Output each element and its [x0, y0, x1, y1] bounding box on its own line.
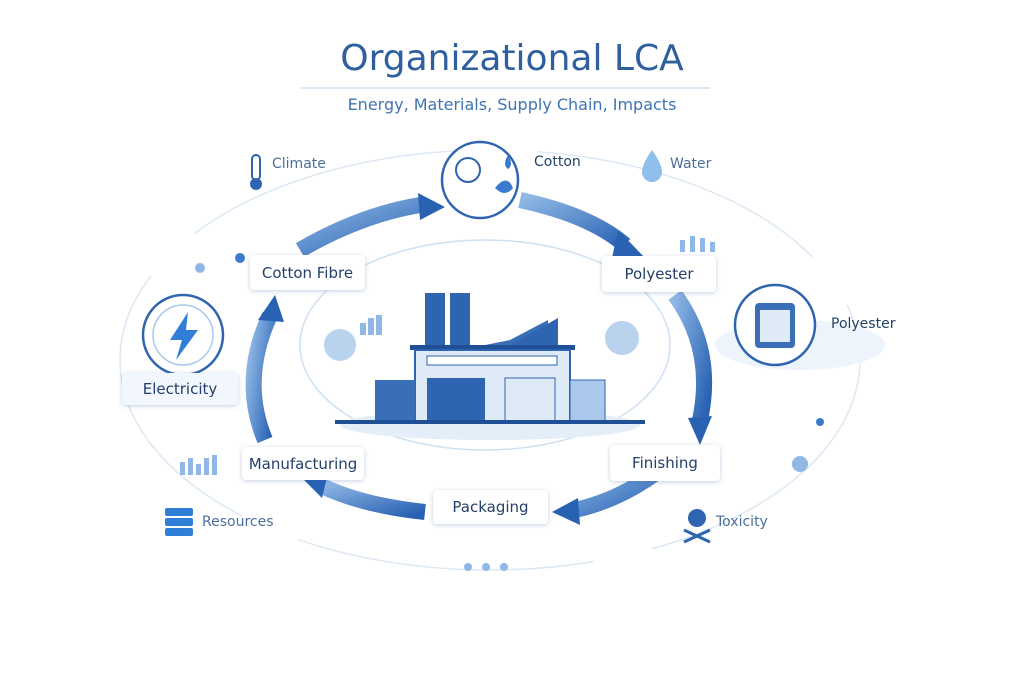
factory-illustration: [335, 293, 645, 440]
stage-packaging[interactable]: Packaging: [433, 490, 548, 524]
input-cotton-label: Cotton: [534, 154, 581, 170]
stage-manufacturing[interactable]: Manufacturing: [242, 447, 364, 480]
stage-polyester[interactable]: Polyester: [602, 256, 716, 292]
water-drop-icon: [642, 150, 662, 182]
stage-finishing[interactable]: Finishing: [610, 445, 720, 481]
arrow-segment: [295, 197, 422, 257]
arrow-segment: [668, 290, 713, 422]
resources-stack-icon: [165, 508, 193, 536]
page-title: Organizational LCA: [340, 38, 684, 79]
page-subtitle: Energy, Materials, Supply Chain, Impacts: [347, 95, 677, 114]
arrow-segment: [245, 311, 278, 444]
decorative-charts: [180, 236, 715, 475]
arrow-segment: [518, 192, 631, 252]
stage-cotton-fibre[interactable]: Cotton Fibre: [250, 255, 365, 290]
impact-toxicity-label: Toxicity: [716, 514, 768, 530]
cotton-icon: [440, 140, 520, 220]
input-polyester-label: Polyester: [831, 316, 896, 332]
stage-electricity[interactable]: Electricity: [122, 373, 238, 405]
thermometer-icon: [250, 154, 262, 190]
decorative-dots: [195, 253, 824, 571]
electricity-icon: [141, 293, 225, 377]
polyester-spool-icon: [715, 283, 885, 370]
impact-resources-label: Resources: [202, 514, 274, 530]
skull-crossbones-icon: [683, 509, 711, 544]
impact-water-label: Water: [670, 156, 712, 172]
arrowheads: [258, 193, 712, 525]
impact-climate-label: Climate: [272, 156, 326, 172]
arrow-segment: [316, 477, 426, 520]
inner-ring: [299, 239, 671, 451]
